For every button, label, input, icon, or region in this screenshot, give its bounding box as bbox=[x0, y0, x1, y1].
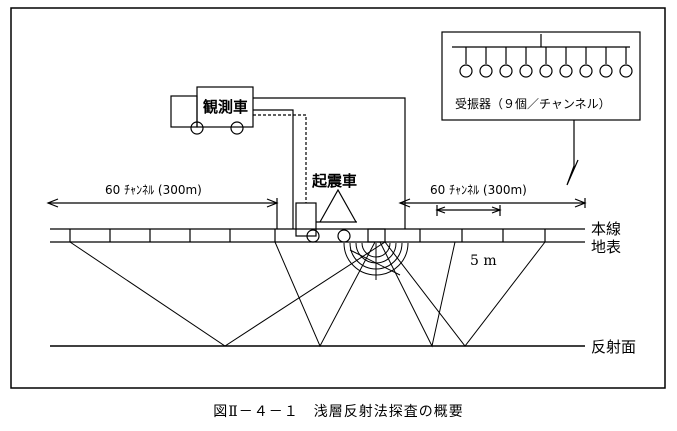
source-truck-label: 起震車 bbox=[311, 172, 357, 190]
right-spread-arrow bbox=[398, 198, 587, 208]
observation-truck-label: 観測車 bbox=[203, 98, 248, 116]
geophone-group-box bbox=[441, 31, 641, 186]
spacing-label: 5 m bbox=[470, 253, 497, 269]
source-truck bbox=[295, 188, 386, 243]
ray-paths bbox=[69, 241, 546, 348]
reflector-label: 反射面 bbox=[591, 338, 636, 356]
cable-segment-ticks bbox=[69, 229, 546, 242]
main-line-label: 本線 bbox=[591, 220, 621, 238]
left-spread-arrow bbox=[46, 198, 279, 229]
geophone-icons bbox=[459, 47, 633, 78]
geophone-callout-line bbox=[566, 120, 579, 186]
spacing-arrow bbox=[435, 205, 502, 216]
wavefront-arcs bbox=[343, 242, 409, 280]
right-spread-label: 60 ﾁｬﾝﾈﾙ (300m) bbox=[430, 183, 527, 197]
geophone-label: 受振器（９個／チャンネル） bbox=[455, 97, 611, 111]
recording-cables bbox=[253, 97, 406, 229]
observation-truck bbox=[170, 86, 254, 135]
figure-caption: 図Ⅱ－４－１ 浅層反射法探査の概要 bbox=[213, 404, 464, 420]
figure-frame bbox=[10, 7, 666, 389]
ground-surface-label: 地表 bbox=[591, 238, 621, 256]
left-spread-label: 60 ﾁｬﾝﾈﾙ (300m) bbox=[105, 183, 202, 197]
